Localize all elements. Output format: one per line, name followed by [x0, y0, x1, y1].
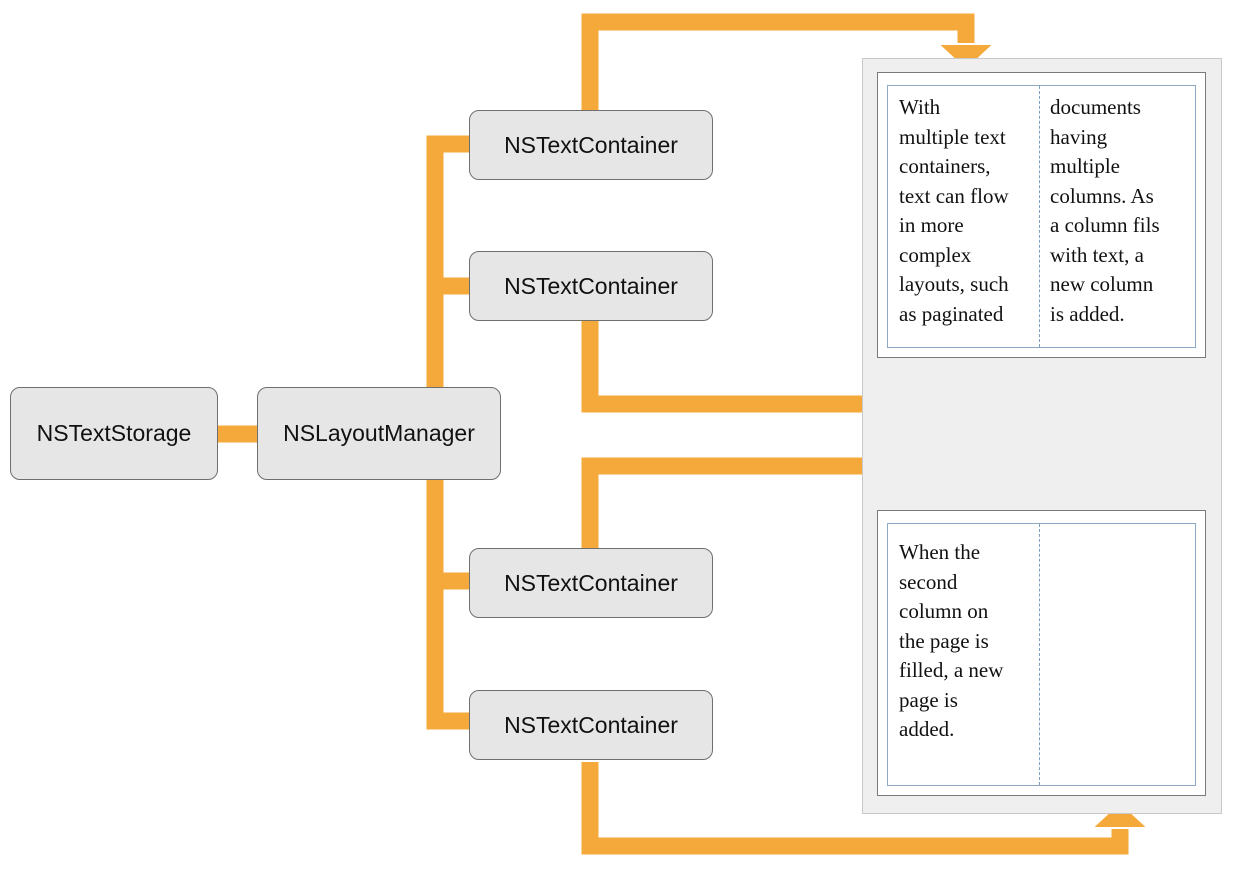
nstextstorage-node: NSTextStorage: [10, 387, 218, 480]
nstextcontainer-node-3: NSTextContainer: [469, 548, 713, 618]
text-line: page is: [899, 687, 958, 712]
page-1-column-frame: With multiple text containers, text can …: [887, 85, 1196, 348]
text-line: added.: [899, 717, 955, 741]
page-2-column-1: When the second column on the page is fi…: [899, 538, 1003, 745]
nstextcontainer-node-2: NSTextContainer: [469, 251, 713, 321]
text-line: layouts, such: [899, 272, 1009, 296]
layout-to-container-1-connector: [426, 135, 470, 388]
text-line: text can flow: [899, 183, 1009, 208]
page-1: With multiple text containers, text can …: [877, 72, 1206, 358]
container-4-to-page-2-connector: [581, 762, 1129, 855]
arrow-up-icon: [1089, 800, 1151, 829]
text-line: multiple text: [899, 124, 1006, 149]
column-divider: [1039, 86, 1040, 347]
text-line: complex: [899, 242, 972, 267]
text-line: as paginated: [899, 301, 1004, 326]
text-line: the page is: [899, 628, 989, 653]
text-line: When the: [899, 540, 981, 564]
text-line: second: [899, 569, 958, 594]
text-line: filled, a new: [899, 658, 1004, 682]
text-line: multiple: [1050, 154, 1120, 178]
text-line: with text, a: [1050, 242, 1144, 267]
text-line: columns. As: [1050, 183, 1154, 208]
page-1-column-1: With multiple text containers, text can …: [899, 93, 1009, 329]
text-line: column on: [899, 599, 989, 623]
nstextcontainer-node-4: NSTextContainer: [469, 690, 713, 760]
text-line: new column: [1050, 272, 1154, 296]
column-divider: [1039, 524, 1040, 785]
text-line: documents: [1050, 95, 1141, 119]
text-line: With: [899, 95, 941, 119]
text-line: a column fils: [1050, 213, 1160, 237]
page-2-column-frame: When the second column on the page is fi…: [887, 523, 1196, 786]
nstextcontainer-node-1: NSTextContainer: [469, 110, 713, 180]
layout-to-container-4-connector: [426, 480, 470, 730]
page-1-column-2: documents having multiple columns. As a …: [1050, 93, 1160, 329]
page-2: When the second column on the page is fi…: [877, 510, 1206, 796]
text-line: is added.: [1050, 301, 1125, 326]
nslayoutmanager-node: NSLayoutManager: [257, 387, 501, 480]
text-line: having: [1050, 124, 1108, 149]
text-line: in more: [899, 213, 964, 237]
container-1-to-page-1-connector: [581, 13, 975, 110]
text-line: containers,: [899, 154, 991, 178]
arrow-down-icon: [935, 43, 997, 72]
